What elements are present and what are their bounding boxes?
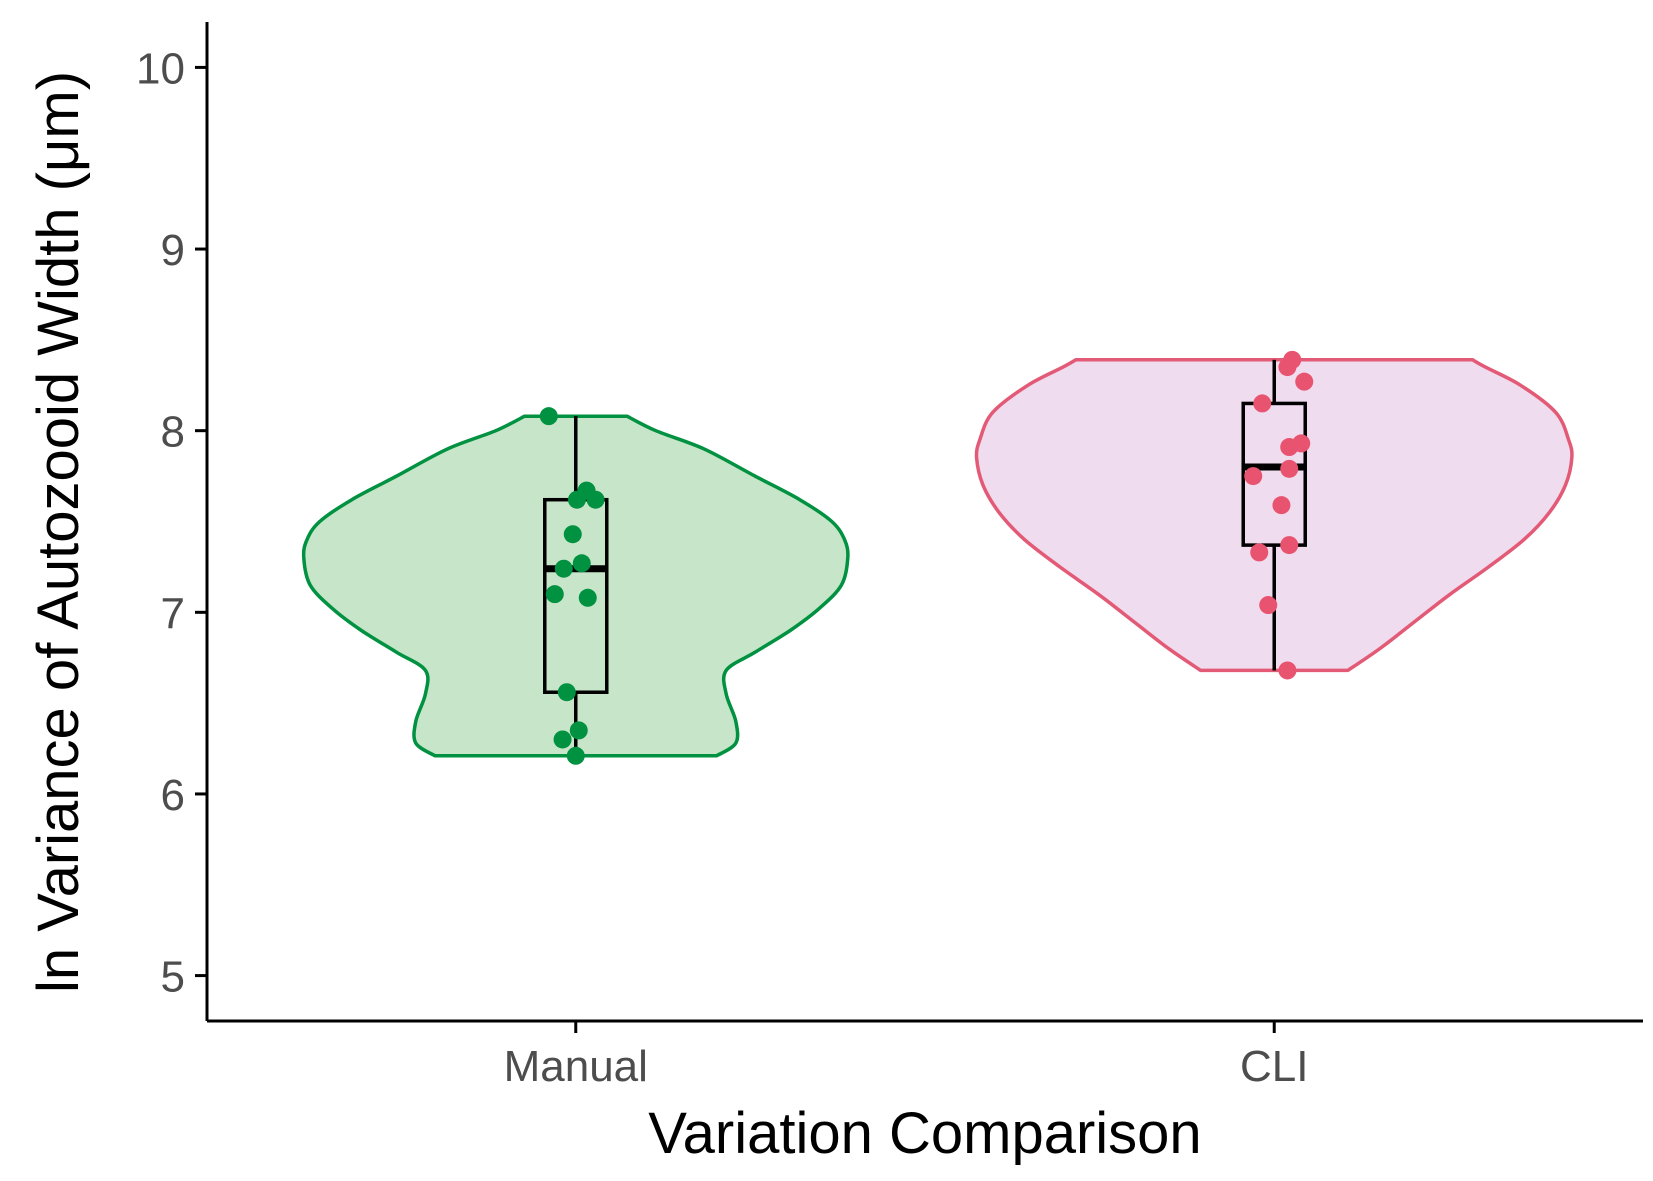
data-point	[572, 554, 591, 573]
data-point	[539, 407, 558, 426]
data-point	[1295, 372, 1314, 391]
data-point	[1280, 459, 1299, 478]
data-point	[1250, 543, 1269, 562]
data-point	[569, 721, 588, 740]
data-point	[554, 559, 573, 578]
y-tick-label: 10	[136, 44, 185, 93]
violin-cli	[974, 358, 1574, 673]
data-point	[553, 730, 572, 749]
data-point	[1272, 496, 1291, 515]
box-iqr	[1241, 401, 1307, 547]
y-tick-label: 7	[161, 589, 185, 638]
x-axis-ticks: Manual CLI	[504, 1021, 1308, 1091]
data-point	[1292, 434, 1311, 453]
data-point	[586, 490, 605, 509]
data-point	[545, 585, 564, 604]
x-axis-title: Variation Comparison	[648, 1101, 1201, 1166]
y-tick-label: 6	[161, 771, 185, 820]
y-tick-label: 8	[161, 408, 185, 457]
data-point	[1244, 467, 1263, 486]
data-point	[578, 588, 597, 607]
data-point	[1283, 350, 1302, 369]
y-axis-title: ln Variance of Autozooid Width (μm)	[26, 71, 91, 993]
y-axis-ticks: 5 6 7 8 9 10	[136, 44, 207, 1002]
violin-manual	[301, 414, 850, 758]
data-point	[1253, 394, 1272, 413]
data-point	[1278, 661, 1297, 680]
data-point	[1280, 536, 1299, 555]
axes: 5 6 7 8 9 10 Manual CLI	[136, 22, 1643, 1091]
plot-area	[301, 350, 1574, 765]
x-tick-label: CLI	[1240, 1042, 1308, 1091]
y-tick-label: 9	[161, 226, 185, 275]
y-tick-label: 5	[161, 953, 185, 1002]
data-point	[566, 746, 585, 765]
data-point	[557, 683, 576, 702]
data-point	[563, 525, 582, 544]
data-point	[1259, 596, 1278, 615]
x-tick-label: Manual	[504, 1042, 648, 1091]
